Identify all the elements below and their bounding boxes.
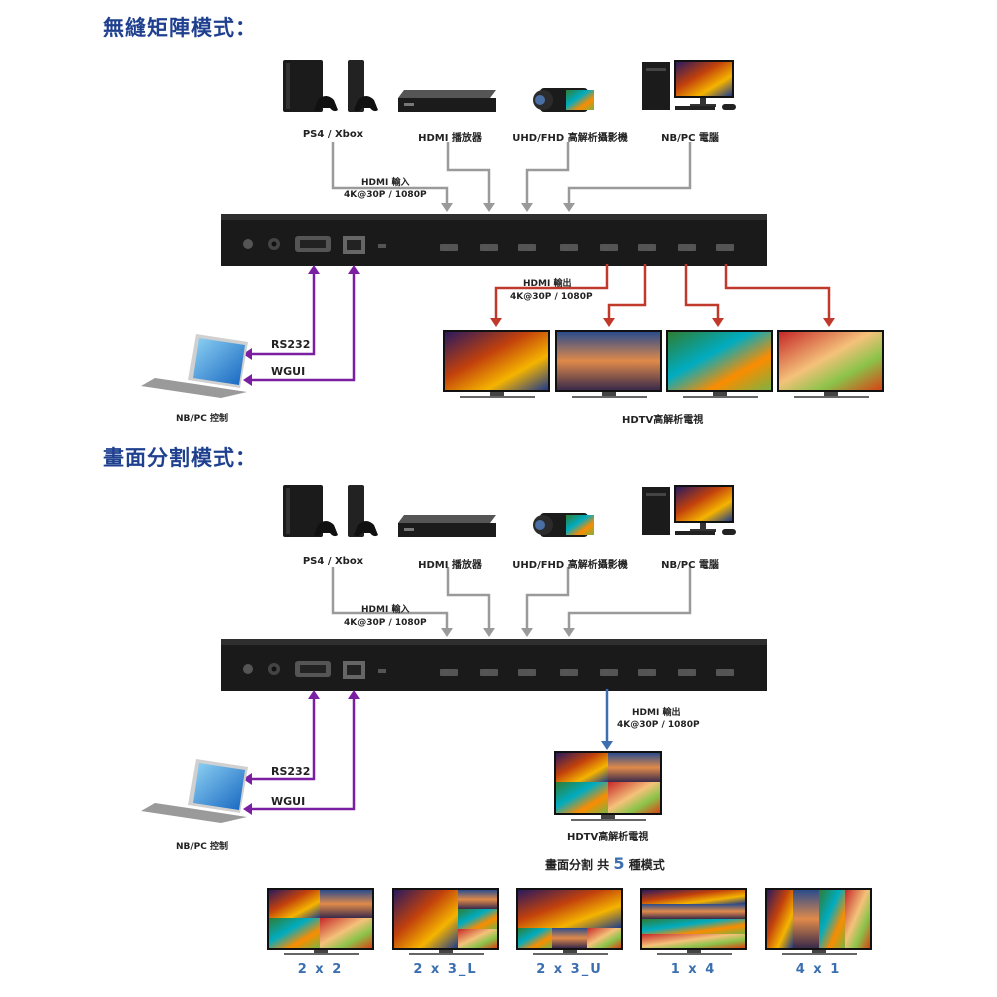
- split-total-prefix: 畫面分割 共: [545, 858, 610, 872]
- source-label-player: HDMI 播放器: [418, 133, 482, 144]
- mode-label-2x3-u: 2 x 3_U: [536, 962, 603, 977]
- wgui-label-2: WGUI: [271, 795, 306, 808]
- tv-2: [555, 330, 662, 398]
- rs232-label-1: RS232: [271, 338, 311, 351]
- laptop-icon: [141, 334, 248, 398]
- source-label-pc-2: NB/PC 電腦: [661, 560, 719, 571]
- tv-label-2: HDTV高解析電視: [567, 832, 649, 843]
- mode-thumb-2x3-u: [516, 888, 623, 955]
- rs232-label-2: RS232: [271, 765, 311, 778]
- wgui-label-1: WGUI: [271, 365, 306, 378]
- mode-thumb-4x1: [765, 888, 872, 955]
- mode-label-1x4: 1 x 4: [670, 962, 717, 977]
- input-format-2: 4K@30P / 1080P: [344, 618, 427, 628]
- mode-label-4x1: 4 x 1: [795, 962, 842, 977]
- source-label-pc: NB/PC 電腦: [661, 133, 719, 144]
- section-title-split: 畫面分割模式：: [103, 446, 257, 470]
- matrix-switcher-device: [221, 214, 767, 266]
- source-label-player-2: HDMI 播放器: [418, 560, 482, 571]
- tv-1: [443, 330, 550, 398]
- split-total-suffix: 種模式: [628, 858, 665, 872]
- input-label-2: HDMI 輸入: [361, 605, 410, 615]
- input-format-1: 4K@30P / 1080P: [344, 190, 427, 200]
- pc-control-label-1: NB/PC 控制: [176, 414, 229, 424]
- control-arrows: [250, 270, 356, 382]
- mode-label-2x3-l: 2 x 3_L: [413, 962, 478, 977]
- output-arrows: [494, 264, 831, 322]
- source-label-camera-2: UHD/FHD 高解析攝影機: [512, 560, 628, 571]
- source-label-ps4: PS4 / Xbox: [302, 129, 364, 140]
- source-label-ps4-2: PS4 / Xbox: [302, 556, 364, 567]
- mode-thumb-2x3-l: [392, 888, 499, 955]
- mode-thumb-1x4: [640, 888, 747, 955]
- output-format-2: 4K@30P / 1080P: [617, 720, 700, 730]
- camcorder-icon: [533, 88, 594, 112]
- mode-label-2x2: 2 x 2: [297, 962, 344, 977]
- desktop-pc-icon: [642, 60, 736, 110]
- tv-3: [666, 330, 773, 398]
- output-label-2: HDMI 輸出: [632, 708, 681, 718]
- split-total-count: 5: [613, 854, 625, 873]
- section-title-matrix: 無縫矩陣模式：: [103, 16, 257, 40]
- input-arrows: [331, 142, 692, 207]
- mode-thumb-2x2: [267, 888, 374, 955]
- split-mode-total: 畫面分割 共 5 種模式: [545, 854, 665, 873]
- tv-4: [777, 330, 884, 398]
- pc-control-label-2: NB/PC 控制: [176, 842, 229, 852]
- output-format-1: 4K@30P / 1080P: [510, 292, 593, 302]
- ps4-console-icon: [283, 60, 378, 112]
- input-label-1: HDMI 輸入: [361, 178, 410, 188]
- tv-label-1: HDTV高解析電視: [622, 415, 704, 426]
- hdmi-player-icon: [398, 90, 496, 112]
- source-label-camera: UHD/FHD 高解析攝影機: [512, 133, 628, 144]
- output-label-1: HDMI 輸出: [523, 279, 572, 289]
